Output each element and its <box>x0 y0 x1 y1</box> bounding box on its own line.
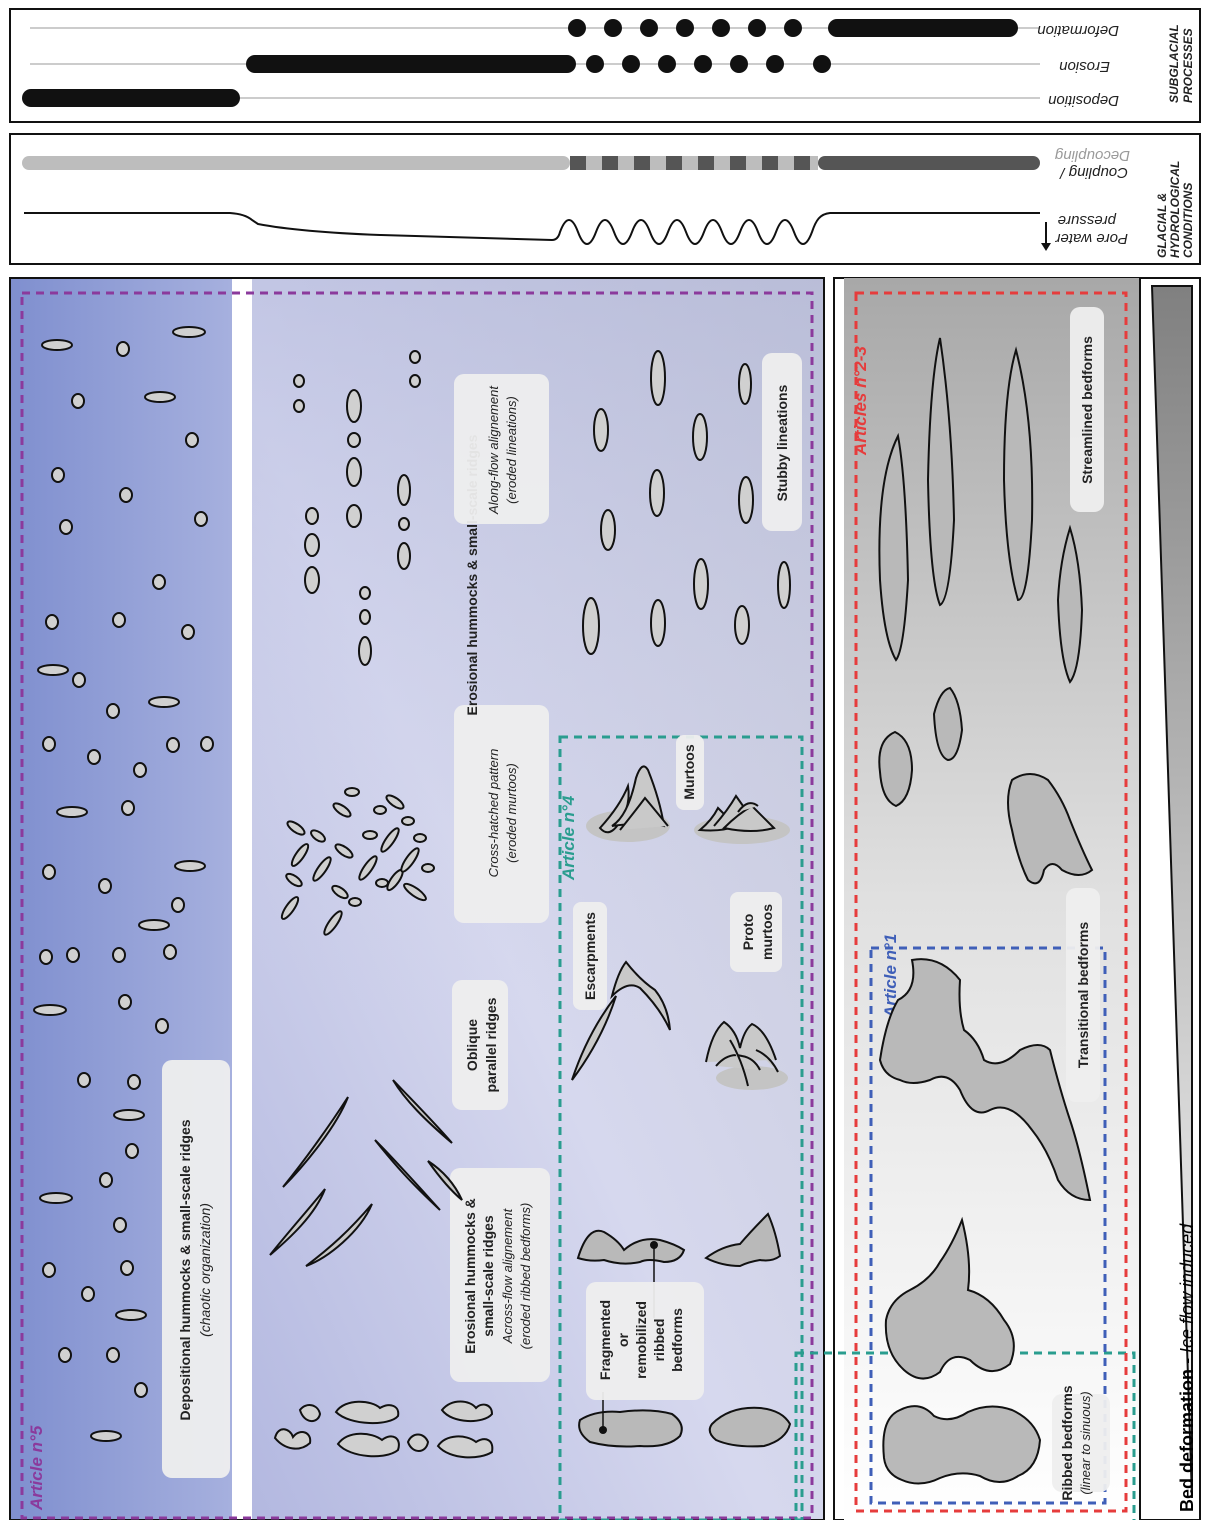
oblique-label-1: Oblique <box>464 1019 480 1071</box>
oblique-label-2: parallel ridges <box>483 997 499 1092</box>
proto-label-2: murtoos <box>759 904 775 960</box>
erosional-across-3: Across-flow alignement <box>500 1207 515 1344</box>
deposition-bar <box>22 89 240 107</box>
subglacial-title-2: PROCESSES <box>1181 28 1195 103</box>
fragmented-3: remobilized <box>633 1301 649 1379</box>
depositional-label-2: (chaotic organization) <box>197 1203 213 1337</box>
bed-deformation-bold: Bed deformation <box>1177 1369 1197 1512</box>
deposition-label: Deposition <box>1048 92 1119 109</box>
erosional-across-2: small-scale ridges <box>480 1215 496 1337</box>
erosional-across-1: Erosional hummocks & <box>462 1198 478 1354</box>
bed-deformation-italic: - Ice flow induced <box>1177 1223 1197 1369</box>
streamlined-label: Streamlined bedforms <box>1079 336 1095 484</box>
deformation-label: Deformation <box>1037 22 1119 39</box>
article-5-label: Article n°5 <box>27 1425 46 1511</box>
stubby-label: Stubby lineations <box>774 384 790 501</box>
subglacial-processes-panel: Deformation Erosion Deposition SUBGLACIA… <box>10 9 1200 122</box>
porewater-label-1: Pore water <box>1054 230 1128 247</box>
erosional-cross-3: (eroded murtoos) <box>504 763 519 863</box>
glacial-hydrological-panel: Coupling / Decoupling Pore water pressur… <box>10 134 1200 264</box>
article-4-label: Article n°4 <box>559 795 578 881</box>
coupling-bar <box>22 156 1040 170</box>
glacial-title-1: GLACIAL & <box>1155 193 1169 258</box>
porewater-label-2: pressure <box>1058 212 1117 229</box>
proto-label-1: Proto <box>740 914 756 951</box>
murtoos-label: Murtoos <box>681 744 697 799</box>
erosional-across-4: (eroded ribbed bedforms) <box>518 1203 533 1350</box>
coupling-label-1: Coupling / <box>1059 164 1128 181</box>
subglacial-title-1: SUBGLACIAL <box>1167 24 1181 103</box>
glacial-title-2: HYDROLOGICAL <box>1168 161 1182 258</box>
depositional-label-1: Depositional hummocks & small-scale ridg… <box>177 1119 193 1420</box>
fragmented-2: or <box>615 1332 631 1347</box>
coupling-label-2: Decoupling <box>1054 147 1130 164</box>
ribbed-label-1: Ribbed bedforms <box>1059 1385 1075 1500</box>
fragmented-5: bedforms <box>669 1308 685 1372</box>
glacial-title-3: CONDITIONS <box>1181 183 1195 258</box>
erosion-bar <box>246 55 831 73</box>
along-flow-2: (eroded lineations) <box>504 396 519 504</box>
bed-deformation-label: Bed deformation - Ice flow induced <box>1177 1223 1197 1512</box>
erosional-cross-2: Cross-hatched pattern <box>486 749 501 878</box>
along-flow-1: Along-flow alignement <box>486 385 501 515</box>
erosion-label: Erosion <box>1059 58 1110 75</box>
fragmented-4: ribbed <box>651 1319 667 1362</box>
escarpments-label: Escarpments <box>582 912 598 1000</box>
ribbed-label-2: (linear to sinuous) <box>1078 1391 1093 1494</box>
articles-2-3-label: Articles n°2-3 <box>851 346 870 456</box>
fragmented-1: Fragmented <box>597 1300 613 1380</box>
transitional-label: Transitional bedforms <box>1075 922 1091 1068</box>
